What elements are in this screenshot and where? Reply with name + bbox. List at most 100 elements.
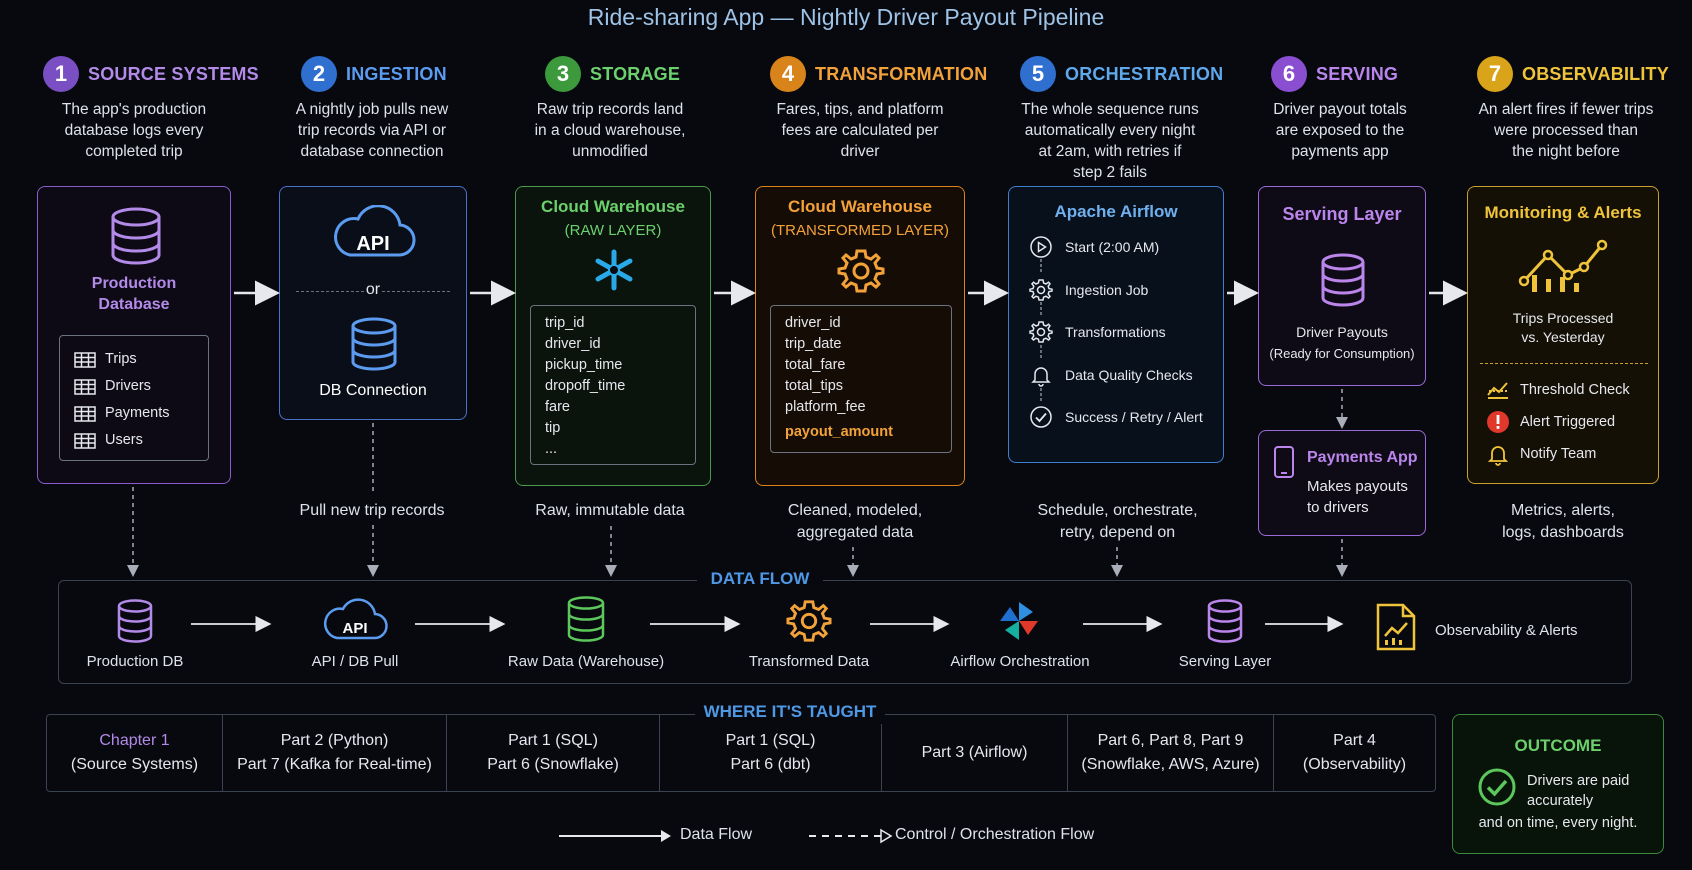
gear-icon: [1029, 321, 1053, 343]
alert-icon: [1487, 411, 1509, 433]
legend-data-flow: Data Flow: [680, 826, 753, 843]
legend-control-flow: Control / Orchestration Flow: [895, 826, 1095, 843]
transformed-field-list: driver_id trip_date total_fare total_tip…: [770, 305, 952, 453]
legend-solid-arrow: [559, 830, 671, 842]
gear-icon: [1029, 278, 1053, 301]
api-label: API: [356, 233, 390, 255]
step-5-number: 5: [1020, 56, 1056, 92]
check-circle-icon: [1030, 406, 1052, 428]
step-7-number: 7: [1477, 56, 1513, 92]
serving-sublabel: (Ready for Consumption): [1269, 346, 1415, 361]
check-circle-icon: [1478, 768, 1516, 806]
list-item: Data Quality Checks: [1029, 362, 1203, 388]
database-icon: [351, 317, 397, 371]
transform-box-subtitle: (TRANSFORMED LAYER): [770, 222, 950, 239]
step-1-title: SOURCE SYSTEMS: [88, 63, 259, 84]
step-5-title: ORCHESTRATION: [1065, 63, 1224, 84]
list-item: Start (2:00 AM): [1029, 234, 1203, 260]
data-flow-title: DATA FLOW: [697, 567, 823, 591]
serving-label: Driver Payouts: [1296, 324, 1388, 340]
orchestration-box: Apache Airflow Start (2:00 AM) Ingestion…: [1008, 186, 1224, 463]
obs-caption: Metrics, alerts,logs, dashboards: [1502, 502, 1624, 541]
list-item: Notify Team: [1486, 441, 1630, 467]
step-6-title: SERVING: [1316, 63, 1399, 84]
line-chart-icon: [1518, 239, 1608, 292]
step-1-header: 1 SOURCE SYSTEMS: [43, 56, 259, 92]
page-title: Ride-sharing App — Nightly Driver Payout…: [587, 4, 1105, 30]
divider: [1480, 363, 1648, 364]
cloud-icon: [324, 598, 388, 640]
play-icon: [1030, 236, 1052, 258]
database-icon: [1321, 253, 1365, 307]
database-icon: [117, 599, 153, 643]
where-taught-title: WHERE IT'S TAUGHT: [695, 700, 885, 724]
taught-cell-observability: Part 4(Observability): [1302, 732, 1407, 773]
snowflake-icon: [595, 249, 633, 291]
storage-box-subtitle: (RAW LAYER): [564, 222, 662, 239]
step-2-number: 2: [301, 56, 337, 92]
step-4-header: 4 TRANSFORMATION: [770, 56, 987, 92]
list-item: Alert Triggered: [1486, 409, 1630, 435]
taught-cell-source: Chapter 1(Source Systems): [47, 715, 223, 791]
list-item: Trips Drivers Payments Users: [74, 346, 169, 454]
payments-app-title: Payments App: [1307, 449, 1418, 466]
list-item: Success / Retry / Alert: [1029, 404, 1203, 430]
table-icon: [74, 378, 96, 395]
step-6-header: 6 SERVING: [1271, 56, 1398, 92]
step-7-header: 7 OBSERVABILITY: [1477, 56, 1669, 92]
flow-item-serving-layer: Serving Layer: [1178, 653, 1272, 670]
divider: [382, 291, 450, 292]
db-connection-label: DB Connection: [319, 382, 427, 399]
list-item: trip_id driver_id pickup_time dropoff_ti…: [545, 315, 626, 457]
orch-box-title: Apache Airflow: [1054, 202, 1178, 221]
step-5-header: 5 ORCHESTRATION: [1020, 56, 1223, 92]
flow-item-production-db: Production DB: [86, 653, 184, 670]
taught-cell-serving: Part 6, Part 8, Part 9(Snowflake, AWS, A…: [1068, 715, 1274, 791]
outcome-title: OUTCOME: [1514, 736, 1602, 755]
step-7-title: OBSERVABILITY: [1522, 63, 1669, 84]
bell-icon: [1487, 446, 1509, 466]
transform-caption: Cleaned, modeled,aggregated data: [787, 502, 923, 541]
flow-item-raw-data: Raw Data (Warehouse): [507, 653, 665, 670]
or-label: or: [365, 281, 381, 298]
step-3-title: STORAGE: [590, 63, 681, 84]
taught-cell-orchestration: Part 3 (Airflow): [882, 715, 1068, 791]
data-flow-panel: [58, 580, 1632, 684]
orch-connectors: [1040, 259, 1042, 402]
taught-cell-ingestion: Part 2 (Python)Part 7 (Kafka for Real-ti…: [223, 715, 447, 791]
divider: [296, 291, 364, 292]
payout-amount-field: payout_amount: [785, 424, 893, 440]
ingestion-caption: Pull new trip records: [299, 502, 445, 519]
airflow-icon: [1000, 602, 1038, 640]
outcome-text-tail: and on time, every night.: [1478, 815, 1638, 831]
obs-box-title: Monitoring & Alerts: [1484, 203, 1642, 222]
cloud-icon: [334, 205, 416, 257]
ingestion-box: API or DB Connection: [279, 186, 467, 420]
table-icon: [74, 405, 96, 422]
report-icon: [1376, 603, 1416, 651]
step-2-header: 2 INGESTION: [301, 56, 447, 92]
where-taught-table: Chapter 1(Source Systems) Part 2 (Python…: [46, 714, 1436, 792]
list-item: driver_id trip_date total_fare total_tip…: [785, 313, 893, 443]
api-glyph: API: [342, 620, 368, 637]
table-icon: [74, 432, 96, 449]
database-icon: [111, 207, 161, 265]
source-table-list: Trips Drivers Payments Users: [59, 335, 209, 461]
gear-icon: [786, 600, 832, 642]
transformation-box: Cloud Warehouse (TRANSFORMED LAYER) driv…: [755, 186, 965, 486]
step-3-number: 3: [545, 56, 581, 92]
obs-item-list: Threshold Check Alert Triggered Notify T…: [1486, 377, 1630, 467]
step-4-number: 4: [770, 56, 806, 92]
